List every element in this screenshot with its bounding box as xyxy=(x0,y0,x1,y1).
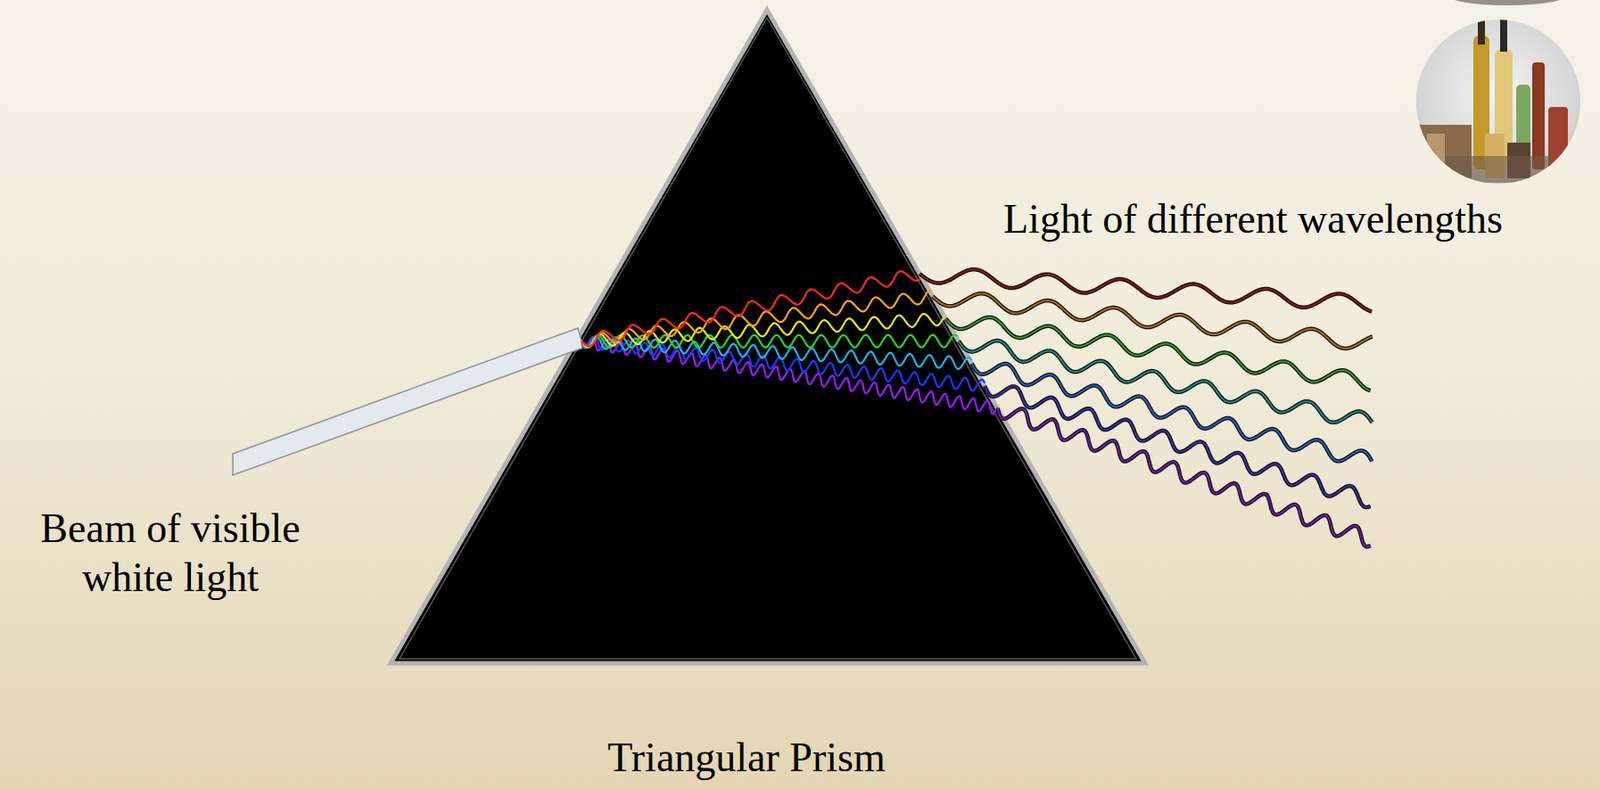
wave-line xyxy=(581,290,932,347)
output-label: Light of different wavelengths xyxy=(1003,194,1503,244)
prism-label: Triangular Prism xyxy=(607,733,885,783)
wave-line xyxy=(919,269,1372,312)
product-photo xyxy=(1416,16,1581,184)
wave-line xyxy=(972,363,1373,462)
wave-line xyxy=(581,271,920,347)
photo-circle xyxy=(1443,0,1572,6)
wave-line xyxy=(919,269,1372,312)
wave-line xyxy=(581,313,945,348)
wave-line xyxy=(581,336,973,370)
wave-line xyxy=(932,293,1373,349)
triangular-prism xyxy=(390,9,1146,664)
light-waves xyxy=(581,269,1373,547)
white-light-beam xyxy=(232,328,584,476)
wave-line xyxy=(972,363,1373,462)
wave-line xyxy=(932,293,1373,349)
input-label: Beam of visible white light xyxy=(5,503,336,603)
